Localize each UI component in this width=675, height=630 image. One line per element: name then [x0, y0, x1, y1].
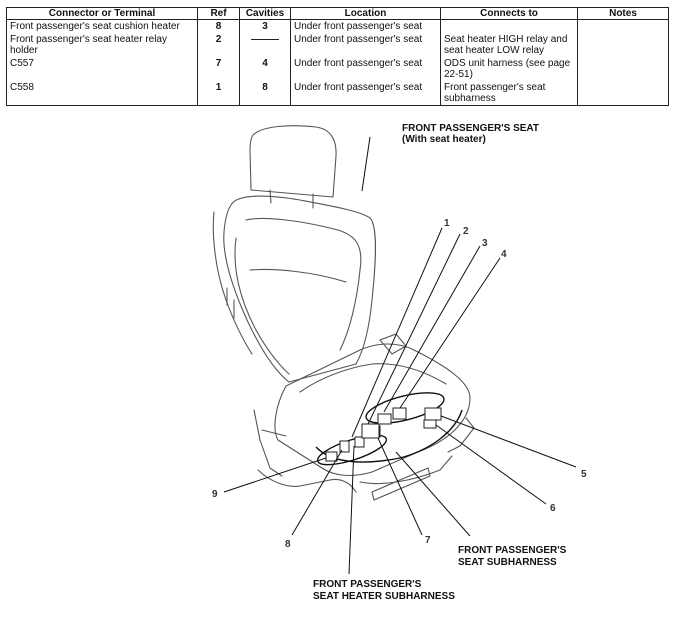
callout-number-7: 7: [425, 535, 431, 546]
connector-table: Connector or Terminal Ref Cavities Locat…: [6, 7, 669, 106]
cell-cavities: [239, 33, 291, 57]
cell-connects-to: ODS unit harness (see page 22-51): [440, 57, 578, 81]
callout-number-6: 6: [550, 503, 556, 514]
cell-ref: 1: [197, 81, 240, 106]
callout-number-4: 4: [501, 249, 507, 260]
cell-cavities: 8: [239, 81, 291, 106]
seat-headrest: [249, 125, 337, 198]
callout-number-5: 5: [581, 469, 587, 480]
cell-location: Under front passenger's seat: [290, 33, 441, 57]
seat-cushion: [274, 343, 471, 477]
cell-ref: 2: [197, 33, 240, 57]
table-row: Front passenger's seat heater relay hold…: [6, 33, 669, 57]
callout-number-1: 1: [444, 218, 450, 229]
cell-connector: C557: [6, 57, 198, 81]
connector-2: [361, 423, 380, 439]
table-header-row: Connector or Terminal Ref Cavities Locat…: [6, 7, 669, 20]
cell-connects-to: Front passenger's seat subharness: [440, 81, 578, 106]
cell-notes: [577, 57, 669, 81]
table-row: C557 7 4 Under front passenger's seat OD…: [6, 57, 669, 81]
no-cavities-dash: [251, 38, 279, 40]
connector-6: [423, 419, 437, 429]
callout-number-2: 2: [463, 226, 469, 237]
heater-subharness-label-line1: FRONT PASSENGER'S: [313, 579, 422, 590]
cell-notes: [577, 81, 669, 106]
harness-loop-upper: [365, 392, 445, 424]
cell-location: Under front passenger's seat: [290, 57, 441, 81]
cell-notes: [577, 19, 669, 33]
table-row: Front passenger's seat cushion heater 8 …: [6, 19, 669, 33]
cell-cavities: 4: [239, 57, 291, 81]
cell-connector: Front passenger's seat heater relay hold…: [6, 33, 198, 57]
subharness-label-line2: SEAT SUBHARNESS: [458, 557, 557, 568]
header-ref: Ref: [197, 7, 240, 20]
header-notes: Notes: [577, 7, 669, 20]
header-cavities: Cavities: [239, 7, 291, 20]
connector-8: [339, 440, 350, 453]
table-row: C558 1 8 Under front passenger's seat Fr…: [6, 81, 669, 106]
callout-number-8: 8: [285, 539, 291, 550]
cell-location: Under front passenger's seat: [290, 81, 441, 106]
header-connector: Connector or Terminal: [6, 7, 198, 20]
seat-backrest: [223, 195, 377, 383]
seat-title: FRONT PASSENGER'S SEAT: [402, 123, 539, 134]
connector-5: [424, 407, 442, 421]
connector-4: [392, 407, 407, 420]
callout-number-9: 9: [212, 489, 218, 500]
subharness-label-line1: FRONT PASSENGER'S: [458, 545, 567, 556]
seat-subtitle: (With seat heater): [402, 134, 486, 145]
callout-number-3: 3: [482, 238, 488, 249]
connector-1: [354, 436, 365, 448]
header-location: Location: [290, 7, 441, 20]
heater-subharness-label-line2: SEAT HEATER SUBHARNESS: [313, 591, 455, 602]
connector-9: [325, 451, 338, 462]
cell-connects-to: Seat heater HIGH relay and seat heater L…: [440, 33, 578, 57]
cell-connector: C558: [6, 81, 198, 106]
connector-3: [377, 413, 392, 425]
cell-notes: [577, 33, 669, 57]
